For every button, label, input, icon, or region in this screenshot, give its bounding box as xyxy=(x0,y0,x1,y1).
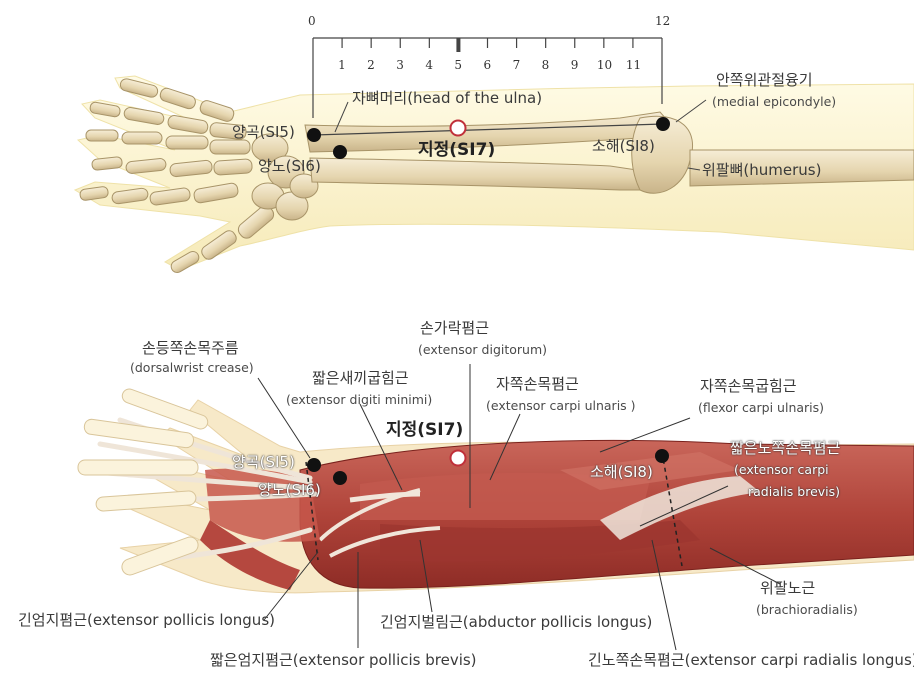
label-epl: 긴엄지폄근(extensor pollicis longus) xyxy=(18,611,275,629)
label-dorsal-crease-en: (dorsalwrist crease) xyxy=(130,360,254,375)
label-brachio-ko: 위팔노근 xyxy=(760,579,816,597)
top-forearm-bones xyxy=(304,111,914,194)
label-ed-en: (extensor digitorum) xyxy=(418,342,548,357)
bottom-point-si5 xyxy=(307,458,321,472)
label-medial-epicondyle-en: (medial epicondyle) xyxy=(712,94,837,109)
head-of-ulna-leader xyxy=(334,101,349,133)
ruler-tick-label: 3 xyxy=(396,58,404,72)
label-ecrb-en1: (extensor carpi xyxy=(734,462,829,477)
ruler-start-label: 0 xyxy=(308,14,316,28)
label-apl: 긴엄지벌림근(abductor pollicis longus) xyxy=(380,613,653,631)
ruler-tick-label: 6 xyxy=(483,58,492,72)
label-bottom-si8: 소해(SI8) xyxy=(590,463,653,481)
label-head-of-ulna: 자뼈머리(head of the ulna) xyxy=(352,89,543,107)
ruler-end-label: 12 xyxy=(655,14,671,28)
ruler-tick-label: 4 xyxy=(425,58,433,72)
dorsal-crease-dash xyxy=(305,461,319,561)
ruler-tick-label: 9 xyxy=(570,58,579,72)
label-ecu-ko: 자쪽손목폄근 xyxy=(496,375,579,393)
elbow-crease-dash xyxy=(661,451,683,567)
label-dorsal-crease-ko: 손등쪽손목주름 xyxy=(142,339,239,357)
label-top-si6: 양노(SI6) xyxy=(258,157,321,175)
humerus-leader xyxy=(687,167,701,171)
bottom-leader-lines xyxy=(257,364,781,651)
medial-epicondyle-leader xyxy=(675,99,707,123)
ruler-tick-label: 11 xyxy=(625,58,642,72)
top-point-si7 xyxy=(449,119,467,137)
ruler-tick-label: 2 xyxy=(367,58,375,72)
label-ecu-en: (extensor carpi ulnaris ) xyxy=(486,398,636,413)
label-brachio-en: (brachioradialis) xyxy=(756,602,858,617)
bottom-fingers xyxy=(77,388,209,576)
top-carpal-bones xyxy=(251,133,319,221)
bottom-point-si6 xyxy=(333,471,347,485)
label-top-si7: 지정(SI7) xyxy=(418,140,496,160)
label-bottom-si6: 양노(SI6) xyxy=(258,481,321,499)
label-humerus: 위팔뼈(humerus) xyxy=(702,161,822,179)
ruler-tick-label: 5 xyxy=(454,58,463,72)
label-top-si5: 양곡(SI5) xyxy=(232,123,295,141)
top-point-si8 xyxy=(656,117,670,131)
top-point-si6 xyxy=(333,145,347,159)
label-top-si8: 소해(SI8) xyxy=(592,137,655,155)
label-ecrl: 긴노쪽손목폄근(extensor carpi radialis longus) xyxy=(588,651,914,669)
label-epb: 짧은엄지폄근(extensor pollicis brevis) xyxy=(210,651,477,669)
label-ed-ko: 손가락폄근 xyxy=(420,319,490,337)
bottom-point-si8 xyxy=(655,449,669,463)
label-bottom-si7: 지정(SI7) xyxy=(386,420,464,440)
top-point-si5 xyxy=(307,128,321,142)
label-edm-ko: 짧은새끼굽힘근 xyxy=(312,369,409,387)
ruler-tick-label: 1 xyxy=(338,58,346,72)
label-ecrb-en2: radialis brevis) xyxy=(748,484,841,499)
label-edm-en: (extensor digiti minimi) xyxy=(286,392,433,407)
label-fcu-en: (flexor carpi ulnaris) xyxy=(698,400,825,415)
bottom-point-si7 xyxy=(449,449,467,467)
si5-si8-line xyxy=(313,123,664,136)
ruler-tick-label: 8 xyxy=(541,58,550,72)
top-finger-bones xyxy=(79,78,275,273)
label-medial-epicondyle-ko: 안쪽위관절융기 xyxy=(716,71,813,89)
ruler-tick-label: 10 xyxy=(596,58,613,72)
ruler-tick-label: 7 xyxy=(512,58,521,72)
label-bottom-si5: 양곡(SI5) xyxy=(232,453,295,471)
label-fcu-ko: 자쪽손목굽힘근 xyxy=(700,377,797,395)
label-ecrb-ko: 짧은노쪽손목폄근 xyxy=(730,439,841,457)
ruler-ticks xyxy=(341,38,634,52)
bottom-forearm-muscles xyxy=(299,439,914,589)
